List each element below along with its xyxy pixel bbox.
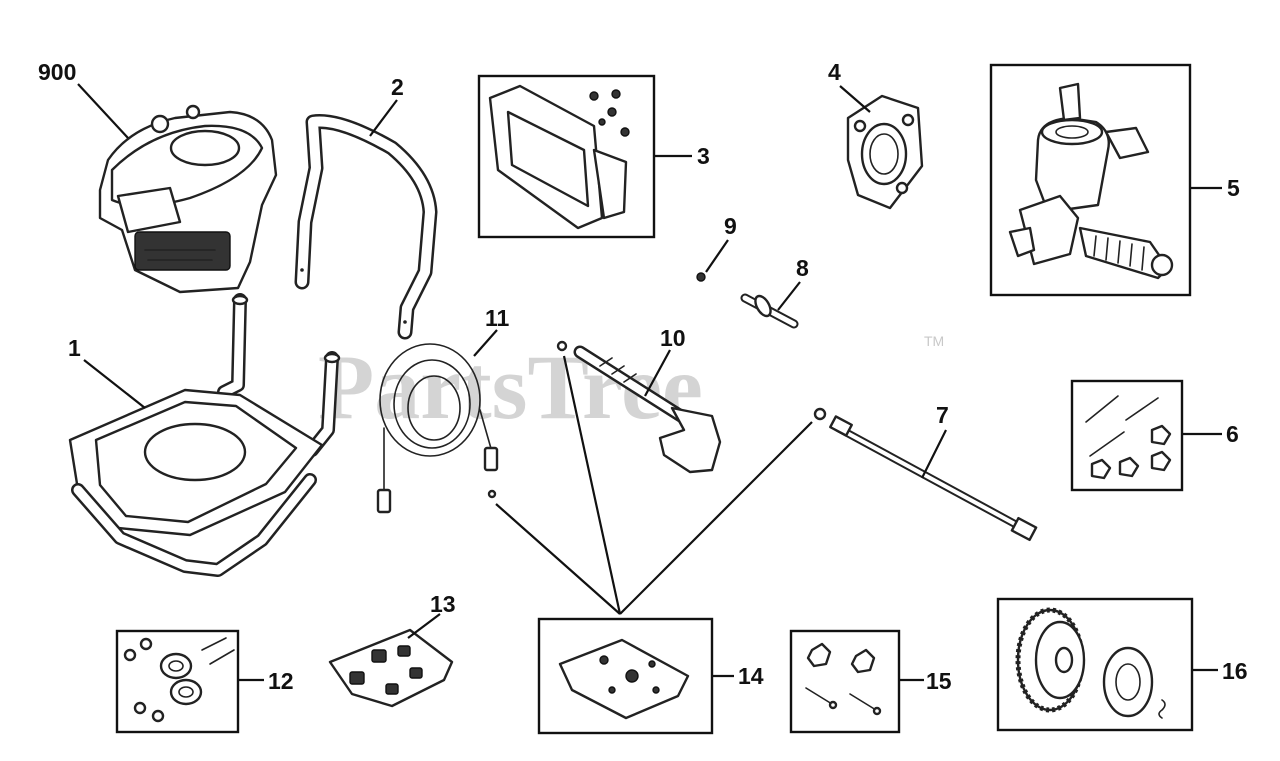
knob-box-15[interactable] bbox=[789, 629, 901, 734]
fasteners-part-6 bbox=[1085, 395, 1172, 480]
hardware-part-12 bbox=[123, 637, 235, 723]
lance-part-7[interactable] bbox=[813, 407, 1038, 542]
wheel-box-16[interactable] bbox=[996, 597, 1194, 732]
control-panel-part-3 bbox=[488, 84, 630, 230]
callout-900: 900 bbox=[38, 59, 76, 85]
leader-14c bbox=[619, 421, 813, 615]
leader-8 bbox=[777, 281, 801, 311]
leader-7 bbox=[921, 429, 947, 479]
callout-7: 7 bbox=[936, 402, 949, 428]
hose-part-11[interactable] bbox=[376, 343, 499, 514]
handle-part-2[interactable] bbox=[294, 114, 438, 340]
callout-15: 15 bbox=[926, 668, 952, 694]
pump-box-5[interactable] bbox=[989, 63, 1192, 297]
fastener-box-6[interactable] bbox=[1070, 379, 1184, 492]
hardware-box-12[interactable] bbox=[115, 629, 240, 734]
callout-13: 13 bbox=[430, 591, 456, 617]
trademark: TM bbox=[924, 333, 944, 349]
callout-3: 3 bbox=[697, 143, 710, 169]
leader-9 bbox=[705, 239, 729, 273]
callout-9: 9 bbox=[724, 213, 737, 239]
callout-5: 5 bbox=[1227, 175, 1240, 201]
leader-1 bbox=[83, 359, 146, 409]
callout-10: 10 bbox=[660, 325, 686, 351]
wheel-part-16 bbox=[1015, 607, 1166, 719]
leader-13 bbox=[407, 613, 441, 639]
leader-900 bbox=[77, 83, 129, 139]
pump-part-5 bbox=[1008, 82, 1174, 280]
callout-2: 2 bbox=[391, 74, 404, 100]
leader-2 bbox=[369, 99, 398, 137]
decal-part-13[interactable] bbox=[328, 628, 454, 708]
leader-10 bbox=[644, 349, 671, 397]
leader-14a bbox=[495, 503, 621, 615]
callout-14: 14 bbox=[738, 663, 764, 689]
kit-part-14 bbox=[558, 638, 690, 720]
leader-4 bbox=[839, 85, 871, 113]
callout-4: 4 bbox=[828, 59, 841, 85]
callout-12: 12 bbox=[268, 668, 294, 694]
callout-1: 1 bbox=[68, 335, 81, 361]
callout-16: 16 bbox=[1222, 658, 1248, 684]
engine-part-900[interactable] bbox=[98, 104, 278, 294]
callout-6: 6 bbox=[1226, 421, 1239, 447]
knobs-part-15 bbox=[805, 642, 882, 716]
axle-part-8[interactable] bbox=[740, 293, 799, 329]
gasket-part-4[interactable] bbox=[846, 94, 924, 210]
spray-gun-part-10[interactable] bbox=[556, 340, 722, 474]
callout-8: 8 bbox=[796, 255, 809, 281]
leader-11 bbox=[473, 329, 498, 357]
plug-part-9[interactable] bbox=[696, 272, 706, 282]
frame-part-1[interactable] bbox=[68, 293, 341, 577]
callout-11: 11 bbox=[485, 305, 510, 331]
leader-14b bbox=[562, 355, 622, 615]
